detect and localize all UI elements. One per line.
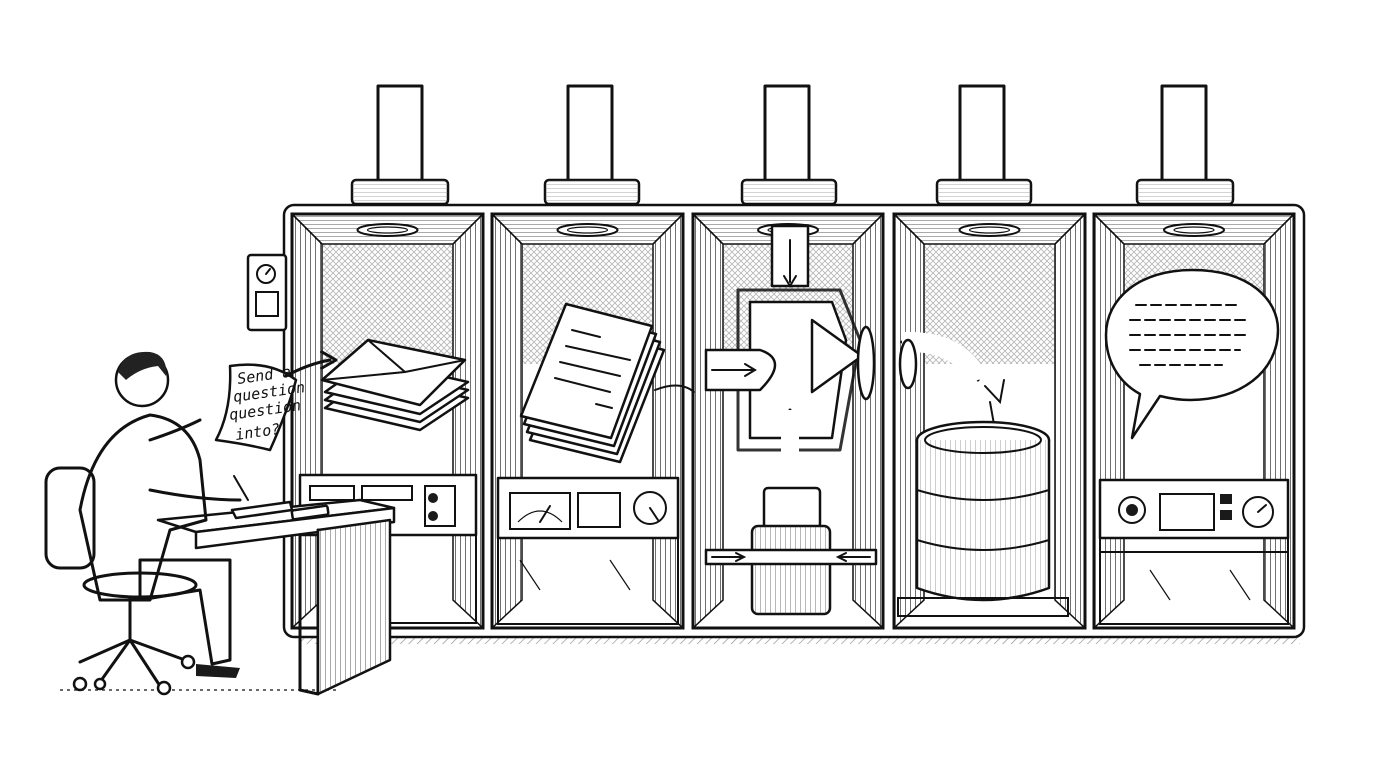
stage2-control-panel <box>496 476 680 625</box>
person-at-desk: Send a question question into? <box>44 350 396 696</box>
stage2-document-stack-icon <box>519 302 695 464</box>
office-chair <box>44 466 198 696</box>
pipe-3 <box>740 84 838 206</box>
pipe-5 <box>1135 84 1235 206</box>
overhead-pipes <box>350 84 1235 206</box>
stage1-envelope-icon <box>320 338 470 432</box>
pipe-2 <box>543 84 641 206</box>
stage5-control-panel <box>1098 478 1290 625</box>
pipe-1 <box>350 84 450 206</box>
arrow-to-stage1 <box>284 350 338 378</box>
person <box>78 351 249 678</box>
stage5-speech-bubble-icon <box>1104 268 1280 440</box>
wall-control-box <box>246 253 288 332</box>
stage4-database-barrel-icon <box>897 331 1069 617</box>
pipe-4 <box>935 84 1033 206</box>
desk <box>156 498 396 696</box>
stage3-pipe-junction-icon <box>704 224 878 616</box>
floor-shadow <box>60 630 1300 691</box>
